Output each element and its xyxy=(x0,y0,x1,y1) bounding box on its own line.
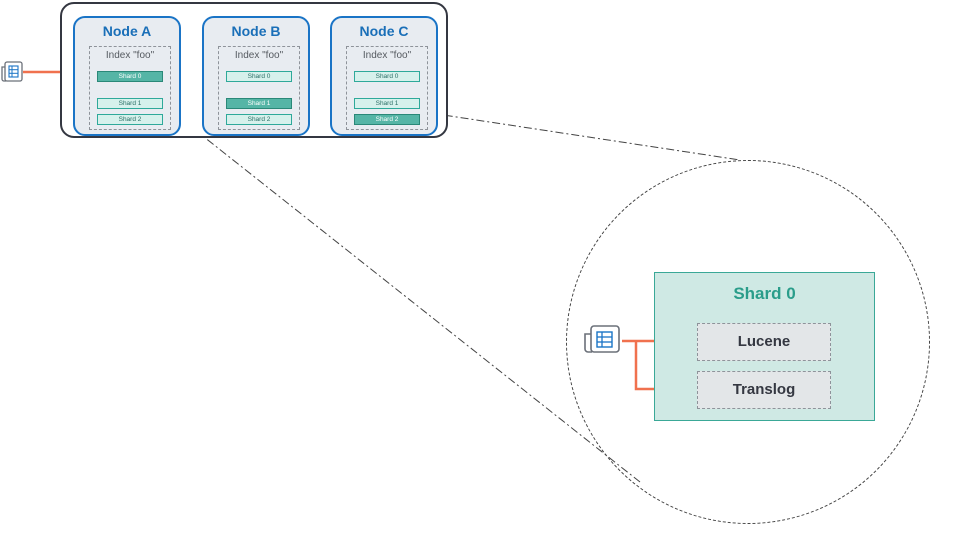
shard-0-replica: Shard 0 xyxy=(354,71,420,82)
document-icon xyxy=(584,325,620,353)
node-b: Node B Index "foo" Shard 0 Shard 1 Shard… xyxy=(202,16,310,136)
index-label: Index "foo" xyxy=(362,50,412,61)
shard-0-primary: Shard 0 xyxy=(97,71,163,82)
shard-1-replica: Shard 1 xyxy=(354,98,420,109)
node-title: Node A xyxy=(102,23,152,39)
index-box: Index "foo" Shard 0 Shard 1 Shard 2 xyxy=(346,46,428,130)
zoom-circle xyxy=(566,160,930,524)
index-box: Index "foo" Shard 0 Shard 1 Shard 2 xyxy=(89,46,171,130)
shard-0-replica: Shard 0 xyxy=(226,71,292,82)
document-icon xyxy=(1,61,23,82)
translog-box: Translog xyxy=(697,371,831,409)
index-box: Index "foo" Shard 0 Shard 1 Shard 2 xyxy=(218,46,300,130)
node-title: Node B xyxy=(231,23,281,39)
zoom-guide-line xyxy=(131,79,641,483)
index-label: Index "foo" xyxy=(234,50,284,61)
shard-1-primary: Shard 1 xyxy=(226,98,292,109)
node-title: Node C xyxy=(359,23,409,39)
index-label: Index "foo" xyxy=(105,50,155,61)
shard-1-replica: Shard 1 xyxy=(97,98,163,109)
shard-2-replica: Shard 2 xyxy=(226,114,292,125)
node-a: Node A Index "foo" Shard 0 Shard 1 Shard… xyxy=(73,16,181,136)
lucene-box: Lucene xyxy=(697,323,831,361)
shard-2-primary: Shard 2 xyxy=(354,114,420,125)
shard-0-detail: Shard 0 Lucene Translog xyxy=(654,272,875,421)
node-c: Node C Index "foo" Shard 0 Shard 1 Shard… xyxy=(330,16,438,136)
shard-2-replica: Shard 2 xyxy=(97,114,163,125)
cluster: Node A Index "foo" Shard 0 Shard 1 Shard… xyxy=(60,2,448,138)
shard-detail-title: Shard 0 xyxy=(733,284,796,303)
